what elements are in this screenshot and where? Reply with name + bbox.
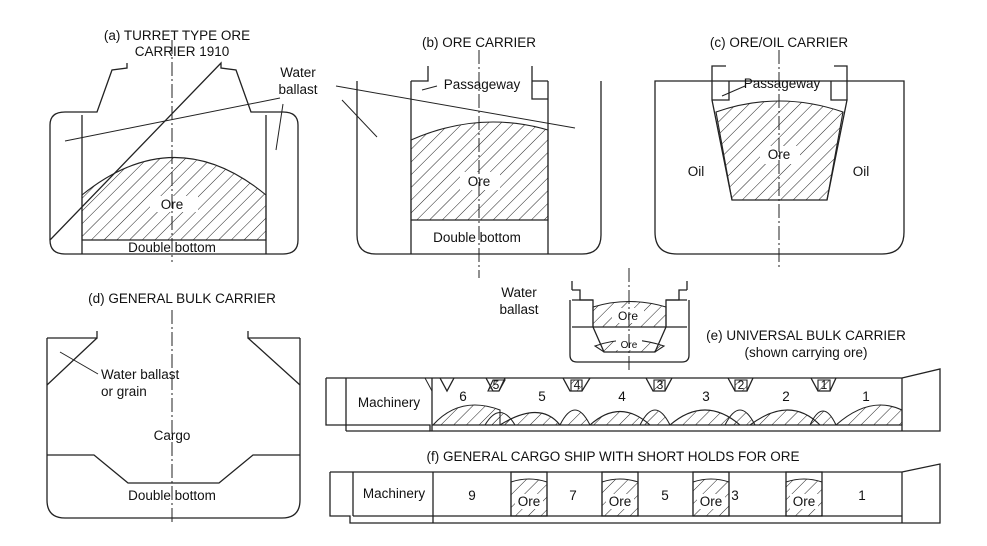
panel-e-ore-upper-label: Ore — [618, 309, 638, 323]
short-hold-ore-4 — [785, 471, 823, 517]
wing-tank-label-3: 3 — [657, 378, 664, 392]
wing-tank-5 — [485, 377, 506, 392]
wing-tank-label-4: 4 — [574, 378, 581, 392]
hold-label-4: 4 — [618, 389, 626, 404]
hold-label-2: 2 — [782, 389, 790, 404]
panel-a-ballast-label: ballast — [278, 82, 317, 97]
panel-c-oil-right-label: Oil — [853, 164, 870, 179]
wing-tank-label-2: 2 — [738, 378, 745, 392]
wing-tank-1 — [810, 377, 837, 392]
ore-label-3: Ore — [700, 494, 723, 509]
panel-a-double-bottom-label: Double bottom — [128, 240, 216, 255]
panel-b-ore-carrier: (b) ORE CARRIER Passageway Ore Double bo… — [335, 35, 602, 278]
panel-e-title-line2: (shown carrying ore) — [744, 345, 867, 360]
hold-label-5-f: 5 — [661, 488, 669, 503]
panel-e-water-label: Water — [501, 285, 537, 300]
panel-d-title: (d) GENERAL BULK CARRIER — [88, 291, 276, 306]
hold-label-3-f: 3 — [731, 488, 739, 503]
panel-d-grain-label: or grain — [101, 384, 147, 399]
hold-label-1-f: 1 — [858, 488, 866, 503]
panel-d-general-bulk-carrier: (d) GENERAL BULK CARRIER Water ballast o… — [46, 291, 301, 525]
panel-a-title-line1: (a) TURRET TYPE ORE — [104, 28, 250, 43]
panel-d-cargo-label: Cargo — [154, 428, 191, 443]
wing-tank-3 — [645, 377, 673, 392]
panel-b-ore-label: Ore — [468, 174, 491, 189]
hold-label-7: 7 — [569, 488, 577, 503]
panel-b-title: (b) ORE CARRIER — [422, 35, 536, 50]
panel-a-title-line2: CARRIER 1910 — [135, 44, 230, 59]
hold-label-5: 5 — [538, 389, 546, 404]
panel-e-ore-lower-label: Ore — [621, 340, 638, 351]
panel-e-ballast-label: ballast — [499, 302, 538, 317]
panel-f-title: (f) GENERAL CARGO SHIP WITH SHORT HOLDS … — [426, 449, 799, 464]
hold-label-1: 1 — [862, 389, 870, 404]
panel-e-machinery-label: Machinery — [358, 395, 421, 410]
panel-c-title: (c) ORE/OIL CARRIER — [710, 35, 849, 50]
panel-e-profile: Machinery 6 5 4 3 2 1 5 4 3 2 1 — [325, 368, 941, 432]
short-hold-ore-3 — [692, 471, 730, 517]
hold-label-9: 9 — [468, 488, 476, 503]
panel-c-ore-label: Ore — [768, 147, 791, 162]
panel-d-water-ballast-label: Water ballast — [101, 367, 180, 382]
panel-b-passageway-label: Passageway — [444, 77, 521, 92]
short-hold-ore-1 — [510, 471, 548, 517]
hold-label-3: 3 — [702, 389, 710, 404]
wing-tank-label-5: 5 — [493, 378, 500, 392]
panel-f-machinery-label: Machinery — [363, 486, 426, 501]
panel-f-general-cargo-ship: (f) GENERAL CARGO SHIP WITH SHORT HOLDS … — [329, 449, 941, 524]
short-hold-ore-2 — [601, 471, 639, 517]
panel-a-ore-label: Ore — [161, 197, 184, 212]
panel-c-oil-left-label: Oil — [688, 164, 705, 179]
panel-d-double-bottom-label: Double bottom — [128, 488, 216, 503]
panel-b-double-bottom-label: Double bottom — [433, 230, 521, 245]
panel-e-title-line1: (e) UNIVERSAL BULK CARRIER — [706, 328, 906, 343]
ore-label-2: Ore — [609, 494, 632, 509]
wing-tank-4 — [562, 377, 591, 392]
hold-label-6: 6 — [459, 389, 467, 404]
wing-tank-label-1: 1 — [821, 378, 828, 392]
panel-c-passageway-label: Passageway — [744, 76, 821, 91]
wing-tank-2 — [727, 377, 754, 392]
panel-c-ore-oil-carrier: (c) ORE/OIL CARRIER Passageway Ore Oil O… — [654, 35, 905, 270]
panel-a-turret-ore-carrier: (a) TURRET TYPE ORE CARRIER 1910 Water b… — [49, 28, 318, 262]
panel-a-water-label: Water — [280, 65, 316, 80]
panel-e-universal-bulk-carrier: Water ballast Ore Ore (e) UNIVERSAL BULK… — [325, 268, 941, 432]
panel-e-midship-section: Water ballast Ore Ore — [499, 268, 690, 370]
ore-label-4: Ore — [793, 494, 816, 509]
ore-label-1: Ore — [518, 494, 541, 509]
